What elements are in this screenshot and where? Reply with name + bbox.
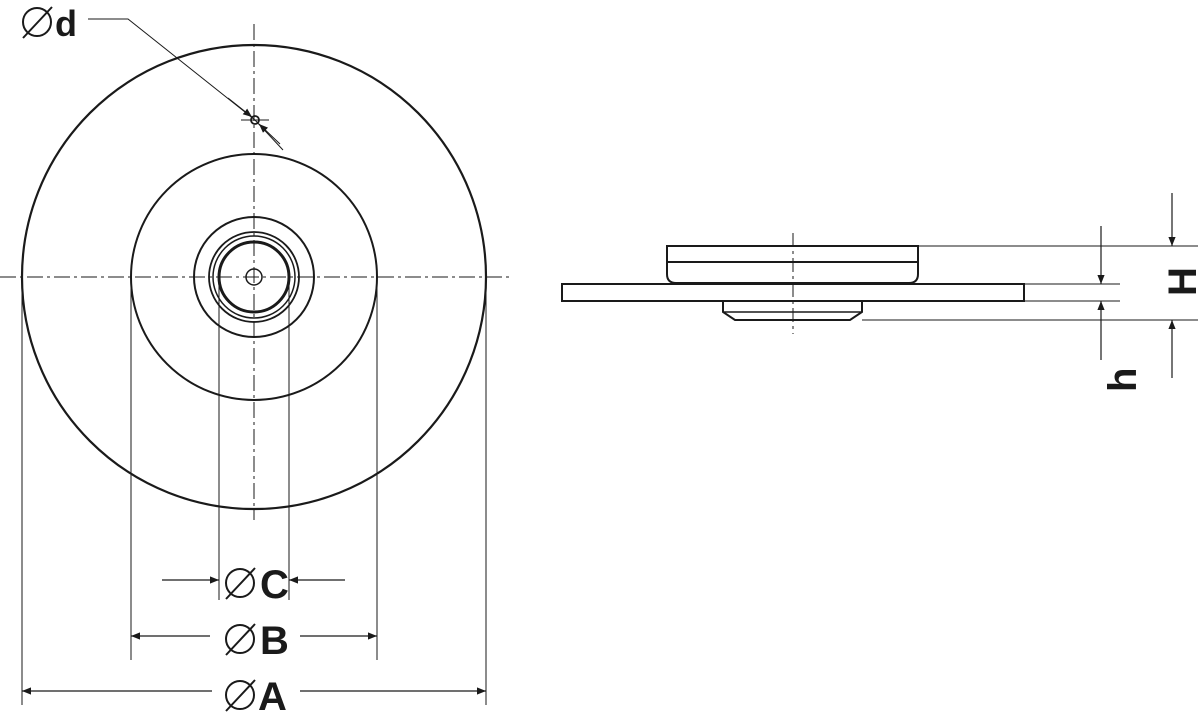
- hub-ring-inner: [212, 235, 296, 319]
- label-d: d: [55, 3, 77, 44]
- diameter-symbol-B: [225, 623, 256, 656]
- d-leader-line: [88, 18, 284, 151]
- diameter-symbol-A: [225, 679, 256, 712]
- label-A: A: [258, 675, 287, 717]
- hub-ring-outer: [208, 231, 300, 323]
- d-arrow-upper: [227, 97, 253, 118]
- label-h: h: [1101, 368, 1145, 392]
- middle-circle: [130, 153, 378, 401]
- diameter-symbol-C: [225, 567, 256, 600]
- diameter-symbol-d: [22, 6, 53, 39]
- label-B: B: [260, 619, 289, 663]
- side-view: [561, 193, 1198, 378]
- front-view: [0, 6, 512, 712]
- d-arrow-lower: [258, 123, 281, 145]
- hub-outer-circle: [193, 216, 315, 338]
- bore-circle: [217, 240, 291, 314]
- label-H: H: [1161, 267, 1200, 296]
- center-hole: [245, 268, 263, 286]
- outer-plate-circle: [20, 43, 488, 511]
- label-C: C: [260, 563, 289, 607]
